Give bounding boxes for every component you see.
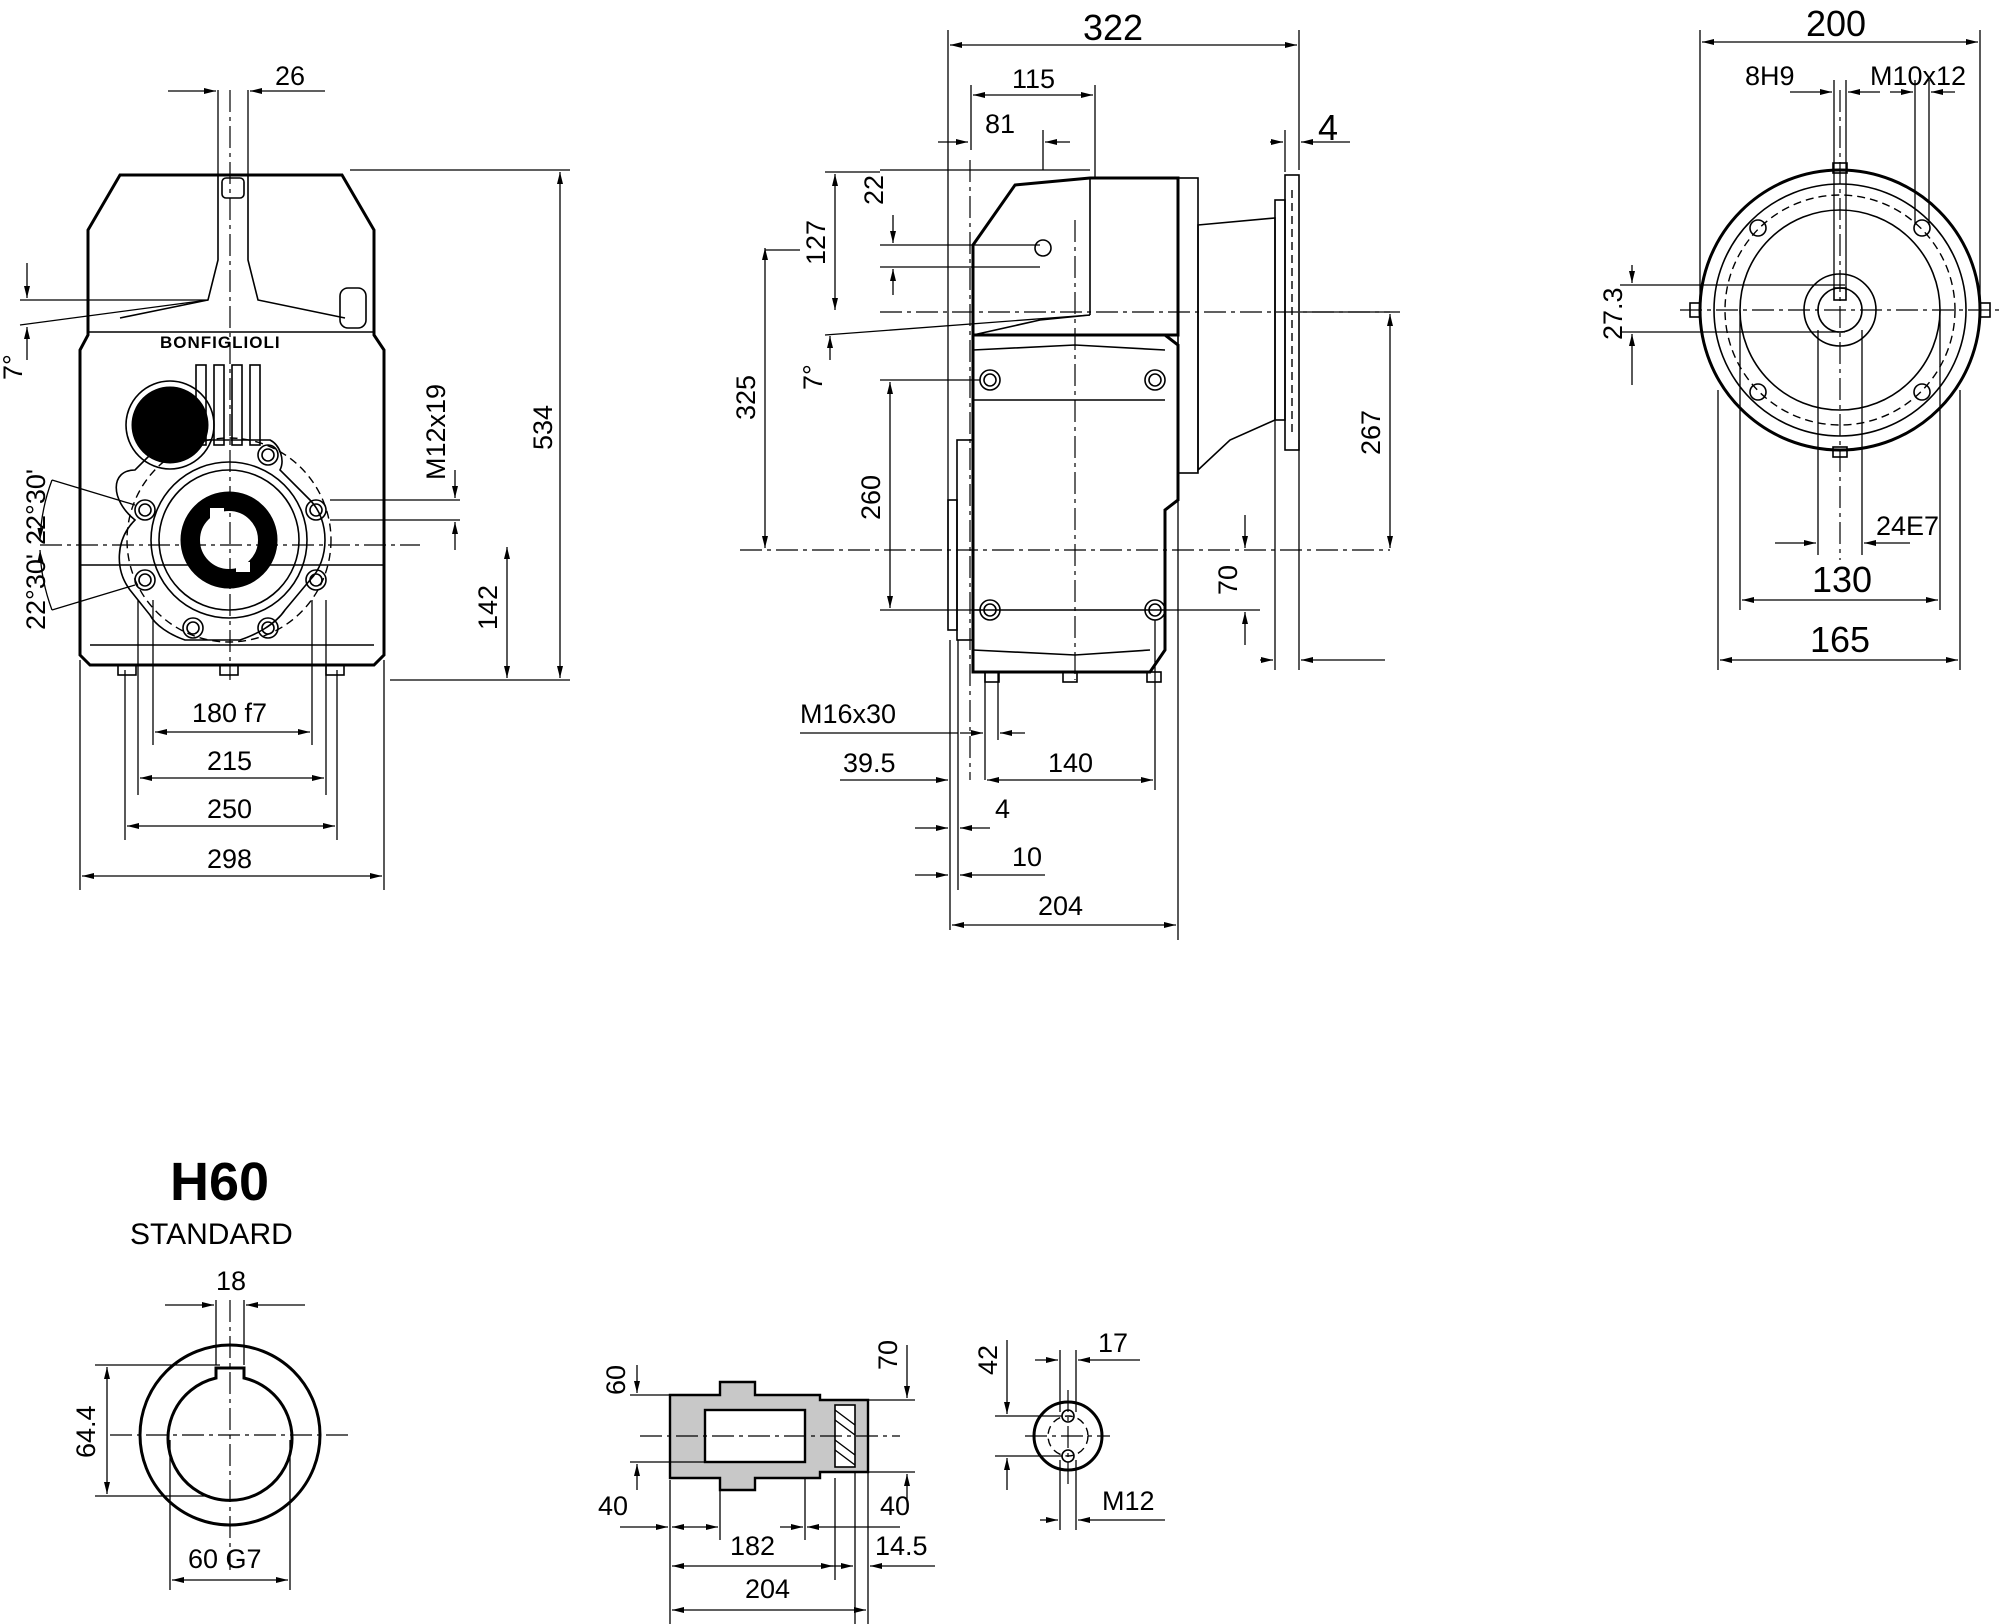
front-bolt-circle (126, 437, 332, 643)
dim-127-label: 127 (801, 220, 831, 265)
flange-bolt-circle (1724, 194, 1956, 426)
side-adapter-plate (1177, 177, 1199, 474)
title-block: H60 STANDARD (130, 1152, 293, 1251)
front-hub-inner (158, 469, 300, 611)
dim-260-label: 260 (856, 475, 886, 520)
dim-angle-upper-label: 22°30' (21, 469, 51, 545)
side-bolts (979, 369, 1166, 621)
dim-24-label: 24E7 (1876, 511, 1939, 541)
flange-bolt-holes (1749, 219, 1931, 401)
end-cap: 42 17 M12 (973, 1328, 1165, 1530)
dim-250-label: 250 (207, 794, 252, 824)
dim-81-label: 81 (985, 109, 1015, 139)
ext-angle-lower (51, 584, 136, 611)
hollow-shaft: 60 70 40 40 182 14.5 204 (598, 1340, 935, 1624)
dim-115-label: 115 (1012, 64, 1055, 94)
dim-534-label: 534 (528, 405, 558, 450)
front-rib (119, 175, 346, 319)
ext-7-side (824, 314, 1091, 336)
side-input-hole (1034, 239, 1052, 257)
dim-angle-lower-label: 22°30' (21, 554, 51, 630)
dim-angle-lower (37, 549, 53, 611)
dim-322-label: 322 (1083, 7, 1143, 48)
dim-26-label: 26 (275, 61, 305, 91)
dim-18-label: 18 (216, 1266, 246, 1296)
dim-130-label: 130 (1812, 559, 1872, 600)
dim-h182-label: 182 (730, 1531, 775, 1561)
dim-8h9-label: 8H9 (1745, 61, 1795, 91)
front-hub-outer (150, 461, 308, 619)
dim-angle-upper (37, 479, 53, 541)
shaft-section: 18 64.4 60 G7 (71, 1266, 350, 1590)
front-keyway-bottom (236, 562, 250, 572)
dim-h60-label: 60 (601, 1365, 631, 1395)
side-view: 322 115 81 4 22 127 7° (731, 7, 1400, 940)
dim-140-label: 140 (1048, 748, 1093, 778)
model-subtitle: STANDARD (130, 1218, 293, 1251)
brand-logo: BONFIGLIOLI (160, 333, 281, 352)
dim-200-label: 200 (1806, 3, 1866, 44)
ext-7b (19, 299, 209, 326)
dim-h70-label: 70 (873, 1340, 903, 1370)
front-side-lug (339, 287, 367, 329)
dim-60-label: 60 G7 (188, 1544, 262, 1574)
side-bottom-curve (972, 649, 1151, 656)
ext-angle-upper (51, 479, 136, 506)
dim-cm12-label: M12 (1102, 1486, 1155, 1516)
front-cooling-fins (195, 364, 261, 446)
dim-204-label: 204 (1038, 891, 1083, 921)
dim-10-label: 10 (1012, 842, 1042, 872)
dim-215-label: 215 (207, 746, 252, 776)
dim-165-label: 165 (1810, 619, 1870, 660)
side-adapter-body (1197, 217, 1276, 472)
dim-267-label: 267 (1356, 410, 1386, 455)
dim-m12-label: M12x19 (421, 384, 451, 480)
dim-298-label: 298 (207, 844, 252, 874)
dim-39-label: 39.5 (843, 748, 896, 778)
side-upper-slope (972, 314, 1091, 336)
dim-70-label: 70 (1213, 565, 1243, 595)
dim-h14-label: 14.5 (875, 1531, 928, 1561)
dim-m10-label: M10x12 (1870, 61, 1966, 91)
front-hub-boss (115, 439, 326, 641)
dim-7-side-label: 7° (798, 364, 828, 390)
side-adapter-lip (1274, 199, 1286, 421)
side-hub-face (947, 499, 958, 631)
side-top-curve (972, 344, 1166, 351)
front-vent-plug (221, 177, 245, 199)
dim-325-label: 325 (731, 375, 761, 420)
dim-142-label: 142 (473, 585, 503, 630)
dim-h204-label: 204 (745, 1574, 790, 1604)
front-housing-outline (78, 173, 386, 667)
hollow-shaft-thread (834, 1404, 856, 1468)
front-bore (198, 509, 260, 571)
side-main-housing (971, 333, 1180, 674)
dim-c17-label: 17 (1098, 1328, 1128, 1358)
front-keyway-top (210, 508, 224, 518)
front-inlet-plug (131, 386, 209, 464)
flange-view: 200 8H9 M10x12 27.3 24E7 130 (1598, 3, 2000, 670)
dim-4-bot-label: 4 (995, 794, 1010, 824)
front-hub-bolts (134, 444, 327, 639)
dim-22-label: 22 (859, 175, 889, 205)
dim-27-label: 27.3 (1598, 287, 1628, 340)
dim-h40-left-label: 40 (598, 1491, 628, 1521)
dim-h40-right-label: 40 (880, 1491, 910, 1521)
dim-7-label: 7° (0, 354, 28, 380)
dim-c42-label: 42 (973, 1345, 1003, 1375)
shaft-bore-key (166, 1366, 294, 1502)
front-view: BONFIGLIOLI (0, 61, 570, 890)
dim-4-top-label: 4 (1318, 107, 1338, 148)
dim-180-label: 180 f7 (192, 698, 267, 728)
model-title: H60 (170, 1152, 269, 1212)
dim-64-label: 64.4 (71, 1405, 101, 1458)
dim-m16-label: M16x30 (800, 699, 896, 729)
